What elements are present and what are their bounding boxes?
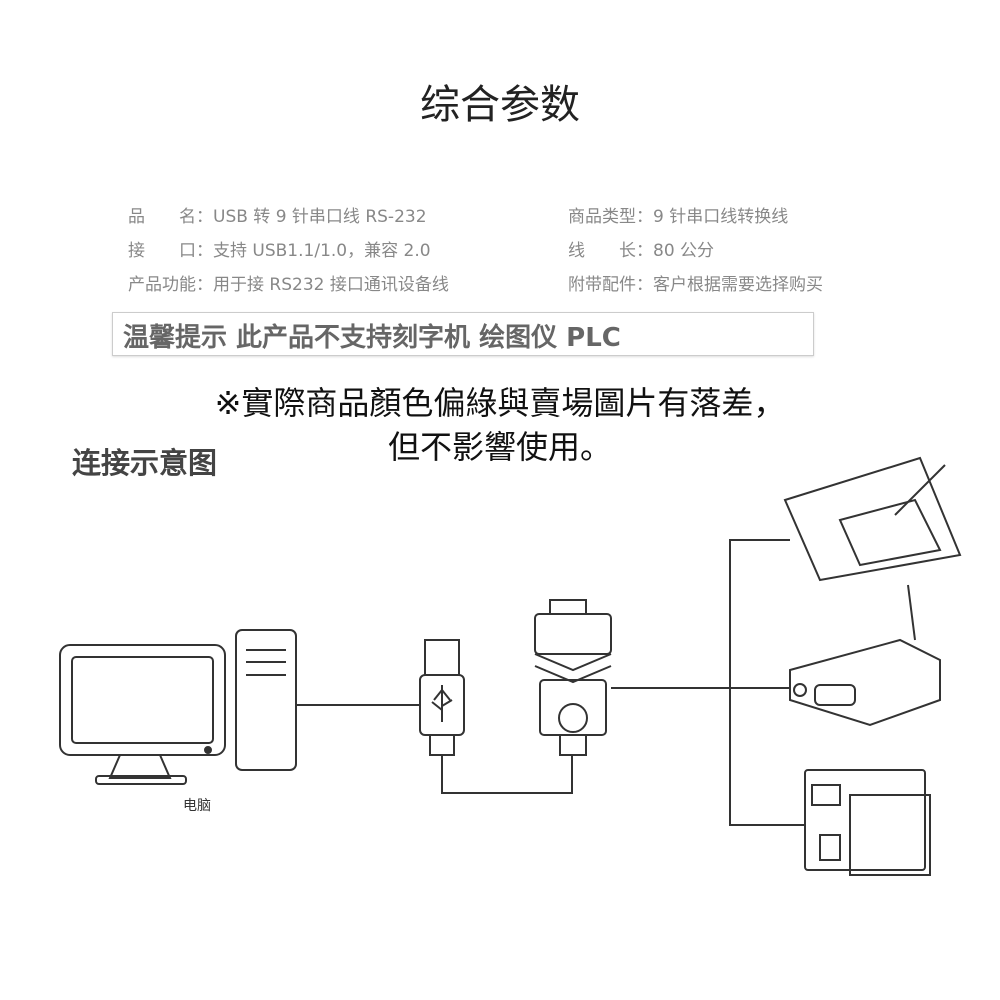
drawing-tablet-icon (783, 456, 962, 582)
router-device-icon (789, 584, 941, 727)
spec-function: 产品功能：用于接 RS232 接口通讯设备线 (128, 275, 449, 295)
computer-icon (59, 629, 297, 785)
spec-interface: 接 口：支持 USB1.1/1.0，兼容 2.0 (128, 241, 431, 261)
db9-connector-icon (534, 599, 612, 756)
warning-text: 温馨提示 此产品不支持刻字机 绘图仪 PLC (123, 323, 621, 353)
notice-line-2: 但不影響使用。 (387, 428, 612, 466)
label-printer-icon (804, 769, 931, 876)
notice-line-1: ※實際商品顏色偏綠與賣場圖片有落差， (214, 384, 786, 422)
spec-length: 线 长：80 公分 (568, 241, 715, 261)
spec-accessory: 附带配件：客户根据需要选择购买 (568, 275, 823, 295)
computer-label: 电脑 (183, 798, 211, 814)
spec-type: 商品类型：9 针串口线转换线 (568, 207, 789, 227)
diagram-heading: 连接示意图 (72, 446, 218, 480)
usb-plug-icon (419, 639, 465, 756)
spec-name: 品 名：USB 转 9 针串口线 RS-232 (128, 207, 427, 227)
warning-box: 温馨提示 此产品不支持刻字机 绘图仪 PLC (112, 312, 814, 356)
page-title: 综合参数 (420, 82, 580, 128)
